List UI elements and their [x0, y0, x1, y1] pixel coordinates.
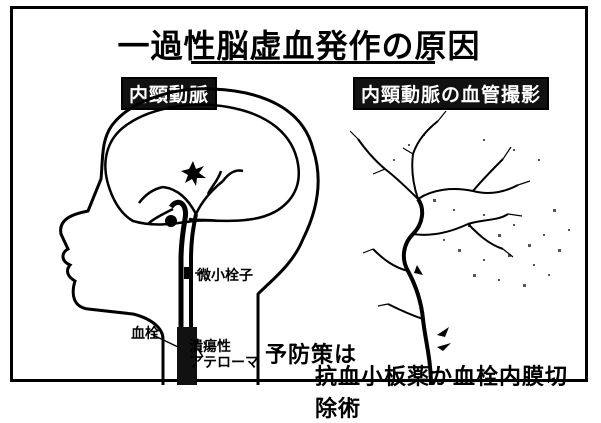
angio-branches — [357, 120, 519, 320]
carotid-artery — [168, 199, 189, 385]
thrombus-mark — [177, 327, 197, 385]
stenosis-arrow — [437, 327, 449, 337]
right-panel-label: 内頸動脈の血管撮影 — [353, 77, 550, 110]
stenosis-arrow-2 — [437, 343, 451, 351]
stenosis-arrow-3 — [414, 265, 423, 275]
thrombus-label: 血栓 — [131, 326, 159, 342]
figure-frame: 一過性脳虚血発作の原因 内頸動脈 内頸動脈の血管撮影 — [10, 6, 588, 422]
carotid-siphon — [165, 215, 177, 227]
microembolus-label: 微小栓子 — [197, 268, 253, 284]
prevention-text: 抗血小板薬か血栓内膜切除術 — [315, 365, 569, 422]
leader-line-thrombus — [152, 334, 179, 348]
infarct-spot — [181, 161, 206, 186]
head-outline — [59, 87, 320, 385]
atheroma-label-line1: 潰瘍性 — [189, 339, 231, 355]
brain-outline — [104, 103, 301, 226]
leader-line-atheroma — [197, 348, 204, 358]
artery-branches — [138, 169, 244, 225]
angio-fine-branches — [349, 110, 531, 307]
head-artery-illustration — [59, 87, 570, 385]
diagram-title: 一過性脳虚血発作の原因 — [117, 27, 481, 65]
atheroma-label-line2: アテローマ — [189, 355, 259, 371]
angio-main-vessel — [401, 197, 433, 385]
prevention-heading: 予防策は — [265, 343, 358, 368]
microembolus-mark — [184, 267, 192, 279]
angiogram-image — [349, 110, 570, 385]
atheroma-label: 潰瘍性 アテローマ — [189, 339, 259, 371]
angiogram-speckle — [393, 134, 570, 287]
title-underline — [191, 61, 435, 64]
